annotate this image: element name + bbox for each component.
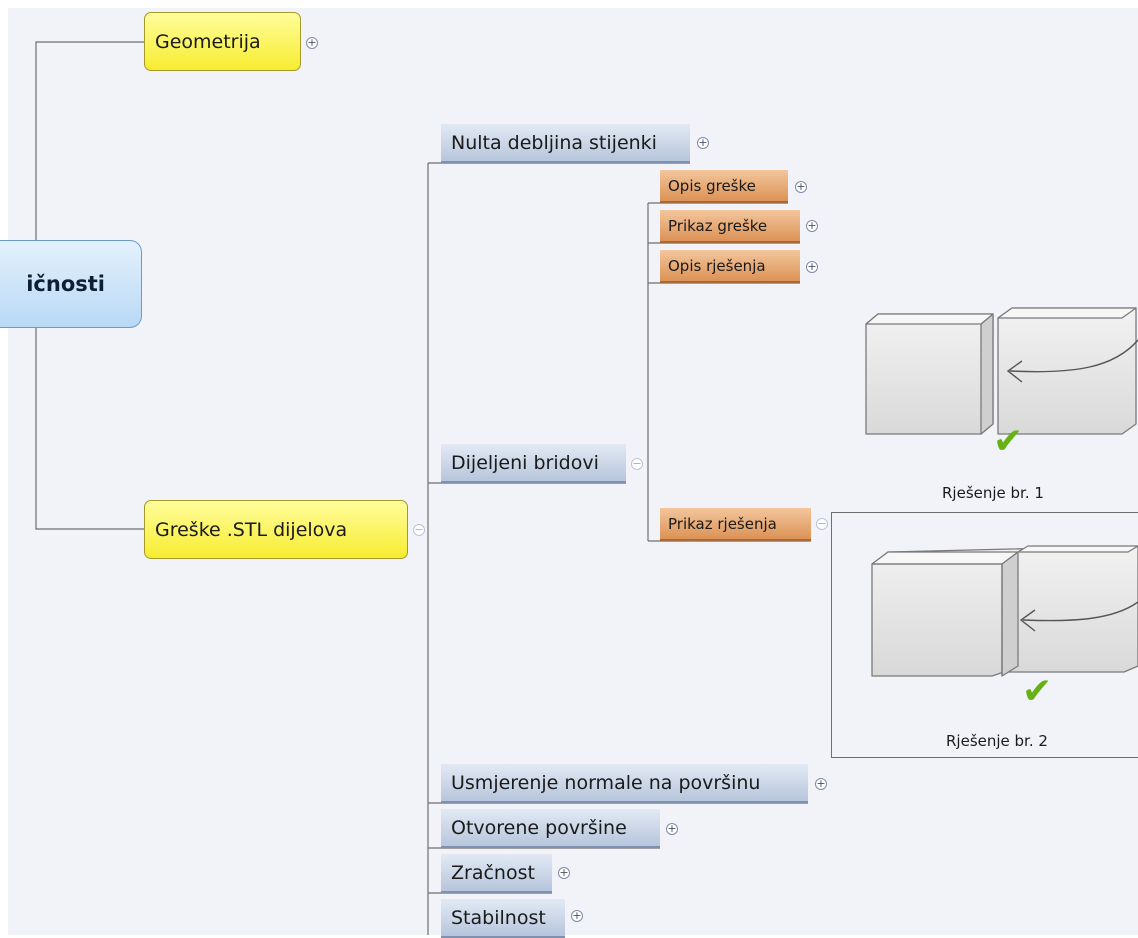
- detail-opis-greske[interactable]: Opis greške: [660, 170, 788, 203]
- detail-label: Prikaz rješenja: [668, 514, 777, 533]
- subtopic-dijeljeni-bridovi[interactable]: Dijeljeni bridovi: [441, 444, 626, 483]
- subtopic-stabilnost[interactable]: Stabilnost: [441, 899, 565, 938]
- subtopic-label: Dijeljeni bridovi: [451, 451, 599, 474]
- expand-icon[interactable]: +: [697, 136, 709, 149]
- detail-label: Opis greške: [668, 176, 756, 195]
- subtopic-usmjerenje-normale[interactable]: Usmjerenje normale na površinu: [441, 764, 808, 803]
- subtopic-nulta-debljina[interactable]: Nulta debljina stijenki: [441, 124, 690, 163]
- expand-icon[interactable]: +: [806, 260, 818, 273]
- collapse-icon[interactable]: −: [631, 457, 643, 470]
- main-topic-geometrija[interactable]: Geometrija: [144, 12, 301, 71]
- solution-frame: [831, 512, 1138, 758]
- cube-illustration: [865, 307, 1138, 435]
- solution-caption: Rješenje br. 2: [946, 732, 1048, 750]
- main-topic-greske-stl[interactable]: Greške .STL dijelova: [144, 500, 408, 559]
- check-icon: ✔: [1022, 671, 1053, 712]
- detail-prikaz-greske[interactable]: Prikaz greške: [660, 210, 800, 243]
- subtopic-label: Usmjerenje normale na površinu: [451, 771, 761, 794]
- expand-icon[interactable]: +: [571, 909, 583, 922]
- expand-icon[interactable]: +: [806, 219, 818, 232]
- arrow-icon: [1022, 601, 1138, 622]
- expand-icon[interactable]: +: [666, 822, 678, 835]
- collapse-icon[interactable]: −: [413, 523, 425, 536]
- main-topic-label: Greške .STL dijelova: [155, 518, 348, 541]
- cube-illustration: [871, 545, 1138, 677]
- solution-caption: Rješenje br. 1: [942, 484, 1044, 502]
- expand-icon[interactable]: +: [795, 180, 807, 193]
- subtopic-otvorene-povrsine[interactable]: Otvorene površine: [441, 809, 660, 848]
- subtopic-label: Nulta debljina stijenki: [451, 131, 657, 154]
- central-topic-label: ičnosti: [26, 272, 105, 296]
- subtopic-label: Zračnost: [451, 861, 535, 884]
- expand-icon[interactable]: +: [815, 777, 827, 790]
- main-topic-label: Geometrija: [155, 30, 261, 53]
- detail-prikaz-rjesenja[interactable]: Prikaz rješenja: [660, 508, 811, 541]
- arrow-icon: [1009, 339, 1138, 373]
- collapse-icon[interactable]: −: [816, 517, 828, 530]
- detail-label: Prikaz greške: [668, 216, 768, 235]
- subtopic-label: Stabilnost: [451, 906, 546, 929]
- detail-label: Opis rješenja: [668, 256, 766, 275]
- subtopic-label: Otvorene površine: [451, 816, 627, 839]
- subtopic-zracnost[interactable]: Zračnost: [441, 854, 552, 893]
- central-topic[interactable]: ičnosti: [0, 240, 142, 328]
- detail-opis-rjesenja[interactable]: Opis rješenja: [660, 250, 800, 283]
- check-icon: ✔: [993, 421, 1024, 462]
- expand-icon[interactable]: +: [558, 866, 570, 879]
- expand-icon[interactable]: +: [306, 36, 318, 49]
